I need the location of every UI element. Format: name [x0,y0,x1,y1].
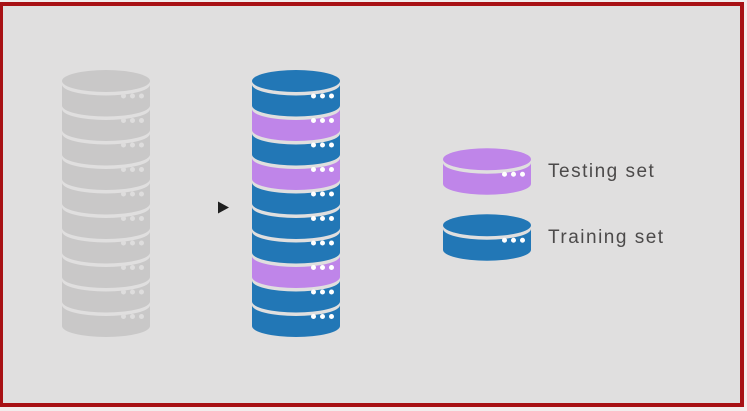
legend-item-testing: Testing set [443,148,655,195]
arrow-right-icon [178,201,229,214]
split-dataset-stack-icon [252,70,340,337]
unsplit-dataset-stack-icon [62,70,150,337]
legend-label-training: Training set [548,226,665,248]
testing-set-disk-icon [443,148,531,195]
training-set-disk-icon [443,214,531,261]
legend-item-training: Training set [443,213,665,262]
legend-label-testing: Testing set [548,160,656,182]
